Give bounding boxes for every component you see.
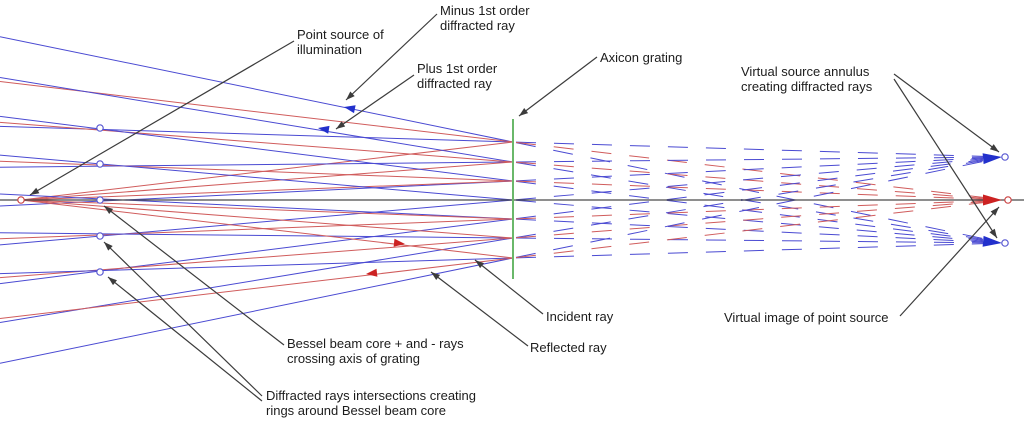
label-plus-1st-order: Plus 1st order diffracted ray xyxy=(417,61,497,91)
label-line: Virtual source annulus xyxy=(741,64,870,79)
label-line: diffracted ray xyxy=(417,76,492,91)
reflected-leader xyxy=(430,271,529,347)
node-circle xyxy=(96,160,104,168)
annulus-leader-bottom xyxy=(893,78,998,239)
node-circle xyxy=(1001,153,1009,161)
label-virtual-image: Virtual image of point source xyxy=(724,310,889,325)
rings-leader-1 xyxy=(103,241,263,397)
node-circle xyxy=(96,268,104,276)
annotation-leaders xyxy=(29,13,1000,402)
incident-leader xyxy=(474,259,544,315)
node-circle xyxy=(1004,196,1012,204)
label-reflected-ray: Reflected ray xyxy=(530,340,607,355)
label-line: crossing axis of grating xyxy=(287,351,420,366)
label-line: Minus 1st order xyxy=(440,3,530,18)
axicon-leader xyxy=(518,56,598,117)
label-point-source: Point source of illumination xyxy=(297,27,384,57)
virtual-point-arrows xyxy=(982,153,1002,247)
label-line: Axicon grating xyxy=(600,50,683,65)
node-circle xyxy=(96,196,104,204)
annulus-leader-top xyxy=(893,73,1000,153)
node-circle xyxy=(1001,239,1009,247)
label-incident-ray: Incident ray xyxy=(546,309,613,324)
label-line: rings around Bessel beam core xyxy=(266,403,446,418)
minus-order-leader xyxy=(345,13,438,101)
node-circle xyxy=(17,196,25,204)
label-line: Virtual image of point source xyxy=(724,310,889,325)
ray-intersection-circles xyxy=(17,124,1012,276)
plus-order-leader xyxy=(335,74,415,130)
node-circle xyxy=(96,124,104,132)
label-line: Point source of xyxy=(297,27,384,42)
label-virtual-source-annulus: Virtual source annulus creating diffract… xyxy=(741,64,872,94)
ray-direction-arrows xyxy=(318,105,405,277)
label-axicon-grating: Axicon grating xyxy=(600,50,682,65)
label-diffraction-rings: Diffracted rays intersections creating r… xyxy=(266,388,476,418)
label-line: illumination xyxy=(297,42,363,57)
label-line: Plus 1st order xyxy=(417,61,498,76)
label-line: Incident ray xyxy=(546,309,614,324)
real-rays xyxy=(0,36,514,364)
point-source-leader xyxy=(29,40,295,196)
bessel-leader xyxy=(103,205,285,346)
virtual-dashed-rays xyxy=(515,141,984,259)
node-circle xyxy=(96,232,104,240)
virtual-image-leader xyxy=(899,206,1000,317)
label-minus-1st-order: Minus 1st order diffracted ray xyxy=(440,3,530,33)
label-bessel-beam-core: Bessel beam core + and - rays crossing a… xyxy=(287,336,464,366)
label-line: Bessel beam core + and - rays xyxy=(287,336,464,351)
label-line: Reflected ray xyxy=(530,340,607,355)
label-line: Diffracted rays intersections creating xyxy=(266,388,477,403)
label-line: creating diffracted rays xyxy=(741,79,873,94)
rings-leader-2 xyxy=(107,276,263,402)
label-line: diffracted ray xyxy=(440,18,515,33)
